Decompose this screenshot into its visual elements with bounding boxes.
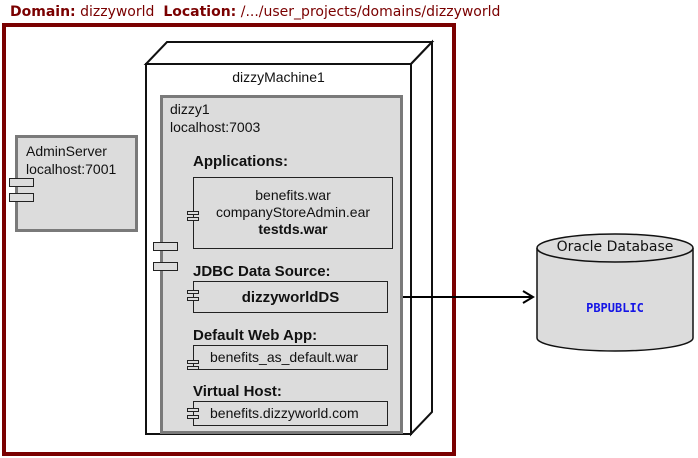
machine-top-face (143, 41, 435, 65)
admin-port-icon (9, 178, 34, 187)
default-web-app-name: benefits_as_default.war (210, 349, 358, 365)
jdbc-datasource-name: dizzyworldDS (241, 289, 340, 306)
virtual-host-box[interactable]: benefits.dizzyworld.com (193, 401, 388, 426)
jdbc-label: JDBC Data Source: (193, 263, 331, 280)
database-schema[interactable]: PBPUBLIC (586, 301, 644, 315)
component-icon (187, 211, 199, 215)
domain-label: Domain: (10, 4, 76, 20)
component-icon (187, 290, 199, 294)
component-icon (187, 408, 199, 412)
server-name: dizzy1 (170, 101, 210, 117)
database-title: Oracle Database (556, 239, 674, 255)
machine-side-face (410, 39, 433, 437)
component-icon (187, 297, 199, 301)
server-address: localhost:7003 (170, 119, 261, 135)
default-web-app-label: Default Web App: (193, 327, 318, 344)
application-item[interactable]: testds.war (258, 221, 328, 237)
machine-name: dizzyMachine1 (232, 69, 325, 85)
virtual-host-label: Virtual Host: (193, 383, 282, 400)
jdbc-datasource-box[interactable]: dizzyworldDS (193, 281, 388, 313)
component-icon (187, 217, 199, 221)
domain-header: Domain: dizzyworld Location: /.../user_p… (10, 4, 500, 20)
component-icon (187, 366, 199, 370)
database-body (536, 248, 694, 352)
database-cylinder (536, 233, 694, 352)
component-icon (187, 360, 199, 364)
domain-value: dizzyworld (80, 4, 155, 20)
application-item[interactable]: companyStoreAdmin.ear (215, 204, 371, 220)
server-port-icon (153, 242, 178, 251)
admin-port-icon (9, 193, 34, 202)
location-label: Location: (163, 4, 237, 20)
server-port-icon (153, 262, 178, 271)
applications-box[interactable]: benefits.war companyStoreAdmin.ear testd… (193, 177, 393, 249)
domain-frame (2, 23, 456, 456)
default-web-app-box[interactable]: benefits_as_default.war (193, 345, 388, 370)
component-icon (187, 415, 199, 419)
arrow-head-right (522, 290, 535, 304)
admin-server-address: localhost:7001 (26, 161, 117, 177)
location-value: /.../user_projects/domains/dizzyworld (240, 4, 501, 20)
managed-server-node[interactable]: dizzy1 localhost:7003 (160, 95, 403, 434)
virtual-host-name: benefits.dizzyworld.com (210, 405, 359, 421)
application-item[interactable]: benefits.war (255, 187, 331, 203)
database-top (536, 233, 694, 263)
admin-server-name: AdminServer (26, 143, 107, 159)
applications-label: Applications: (193, 153, 289, 170)
